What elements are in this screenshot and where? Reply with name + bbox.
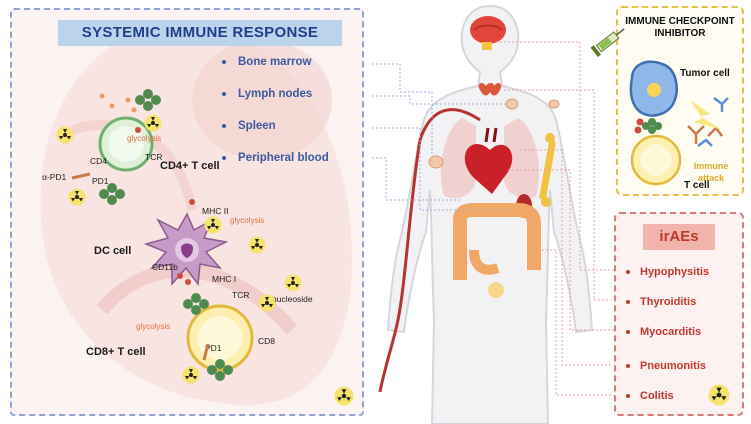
irae-item-myocarditis: Myocarditis [626,326,701,338]
irae-item-pneumonitis: Pneumonitis [626,360,706,372]
immune-checkpoint-inhibitor-panel: IMMUNE CHECKPOINT INHIBITOR Tumor cell I… [616,6,744,196]
radiation-icon [68,188,86,206]
systemic-immune-response-panel: SYSTEMIC IMMUNE RESPONSE CD4+ T cell CD4… [10,8,364,416]
irae-item-hypophysitis: Hypophysitis [626,266,709,278]
iraes-panel: irAEs Hypophysitis Thyroiditis Myocardit… [614,212,744,416]
radiation-icon [204,216,222,234]
radiation-icon [144,114,162,132]
radiation-icon [708,384,730,406]
radiation-icon [182,366,200,384]
organ-item-lymph-nodes: Lymph nodes [222,88,312,100]
radiation-icon [56,126,74,144]
t-cell-label: T cell [684,180,710,191]
radiation-icon [334,386,354,406]
irae-item-thyroiditis: Thyroiditis [626,296,696,308]
radiation-icon [248,236,266,254]
molecule-decorations [12,10,362,414]
irae-item-colitis: Colitis [626,390,674,402]
tumor-cell [631,62,677,116]
organ-item-peripheral-blood: Peripheral blood [222,152,329,164]
organ-item-bone-marrow: Bone marrow [222,56,312,68]
organ-item-spleen: Spleen [222,120,276,132]
iraes-title: irAEs [643,224,715,250]
radiation-icon [258,294,276,312]
t-cell [632,136,680,184]
human-body-illustration [370,0,614,424]
tumor-cell-label: Tumor cell [680,68,730,79]
radiation-icon [284,274,302,292]
syringe-icon [590,22,630,58]
